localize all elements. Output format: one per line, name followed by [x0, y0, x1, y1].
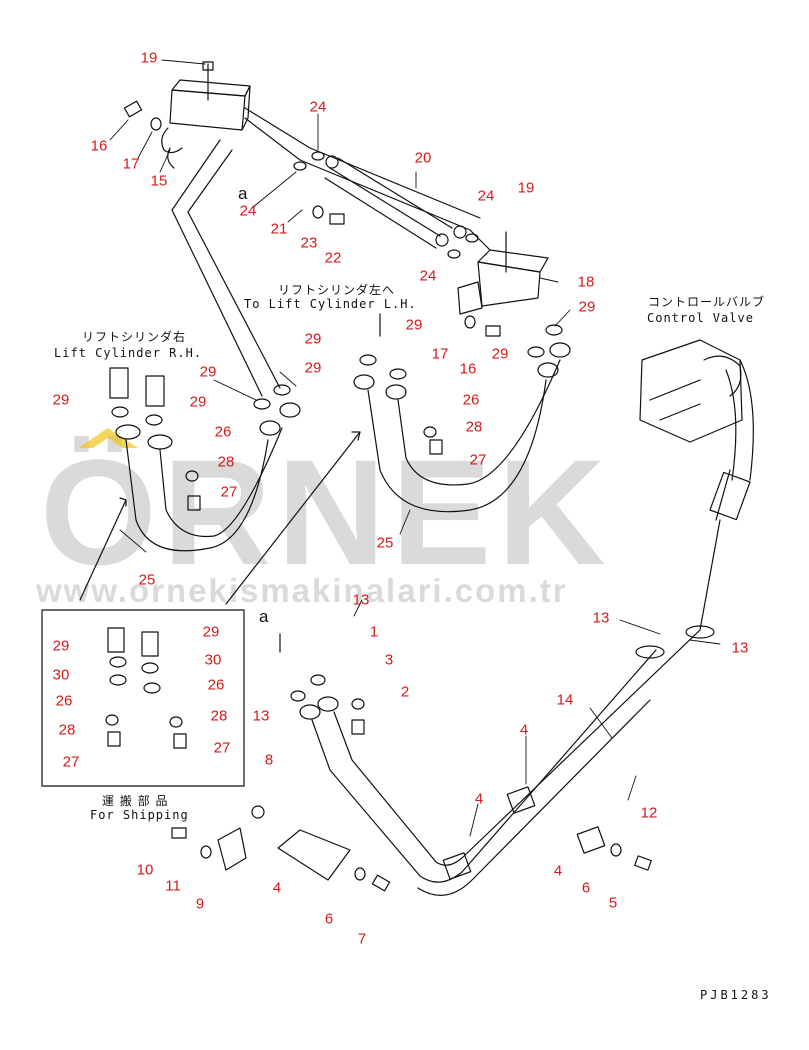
o-rings — [109, 151, 563, 702]
callout: 4 — [474, 790, 484, 808]
callout: 26 — [207, 676, 225, 694]
callout: 23 — [300, 234, 318, 252]
top-left-block — [161, 61, 251, 169]
washers — [105, 117, 622, 881]
callout: 19 — [140, 49, 158, 67]
callout: 13 — [352, 591, 370, 609]
callout: 8 — [264, 751, 274, 769]
leader-lines — [109, 59, 721, 837]
callout: 26 — [55, 692, 73, 710]
lift-rh-fittings — [109, 367, 301, 552]
callout: 27 — [469, 451, 487, 469]
lower-hoses-14-12 — [299, 469, 731, 896]
callout: 1 — [369, 623, 379, 641]
drawing-code: PJB1283 — [700, 988, 772, 1002]
callout: 29 — [189, 393, 207, 411]
callout: 24 — [477, 187, 495, 205]
callout: 12 — [640, 804, 658, 822]
shipping-box — [41, 609, 245, 787]
bolts — [107, 100, 652, 892]
callout: 7 — [357, 930, 367, 948]
callout: 28 — [217, 453, 235, 471]
shipping-label-en: For Shipping — [90, 808, 189, 822]
control-valve-label-en: Control Valve — [647, 311, 754, 325]
lift-rh-label-en: Lift Cylinder R.H. — [54, 346, 203, 360]
callout: 30 — [204, 651, 222, 669]
callout: 28 — [58, 721, 76, 739]
callout: 19 — [517, 179, 535, 197]
callout: 29 — [491, 345, 509, 363]
lift-lh-label-en: To Lift Cylinder L.H. — [244, 297, 417, 311]
control-valve — [639, 339, 754, 521]
callout: 24 — [309, 98, 327, 116]
view-a-top: a — [238, 184, 248, 203]
watermark-url: www.ornekismakinalari.com.tr — [36, 572, 568, 609]
control-valve-label-jp: コントロールバルブ — [648, 295, 766, 309]
callout: 28 — [210, 707, 228, 725]
callout: 17 — [122, 155, 140, 173]
callout: 9 — [195, 895, 205, 913]
callout: 30 — [52, 666, 70, 684]
callout: 29 — [199, 363, 217, 381]
callout: 2 — [400, 683, 410, 701]
lift-lh-label-jp: リフトシリンダ左へ — [278, 283, 396, 297]
callout: 4 — [519, 721, 529, 739]
callout: 27 — [220, 483, 238, 501]
view-a-mid: a — [259, 607, 269, 626]
callout: 26 — [214, 423, 232, 441]
bracket-9 — [217, 827, 247, 871]
callout: 16 — [90, 137, 108, 155]
clamps-4 — [277, 786, 606, 881]
callout: 18 — [577, 273, 595, 291]
callout: 4 — [272, 879, 282, 897]
lift-rh-label-jp: リフトシリンダ右 — [82, 330, 187, 344]
callout: 6 — [324, 910, 334, 928]
callout: 17 — [431, 345, 449, 363]
callout: 13 — [252, 707, 270, 725]
watermark-brand: ÖRNEK — [40, 428, 612, 596]
callout: 25 — [138, 571, 156, 589]
callout: 15 — [150, 172, 168, 190]
callout: 6 — [581, 879, 591, 897]
callout: 29 — [304, 359, 322, 377]
callout: 29 — [304, 330, 322, 348]
callout: 20 — [414, 149, 432, 167]
callout: 24 — [239, 202, 257, 220]
callout: 16 — [459, 360, 477, 378]
callout: 22 — [324, 249, 342, 267]
callout: 5 — [608, 894, 618, 912]
callout: 25 — [376, 534, 394, 552]
shipping-label-jp: 運 搬 部 品 — [102, 794, 169, 808]
watermark-accent — [78, 428, 138, 448]
callout: 26 — [462, 391, 480, 409]
lift-lh-hose — [353, 342, 571, 513]
callout: 21 — [270, 220, 288, 238]
callout: 3 — [384, 651, 394, 669]
callout: 29 — [52, 391, 70, 409]
callout: 10 — [136, 861, 154, 879]
callout: 29 — [578, 298, 596, 316]
hose-20 — [324, 155, 467, 249]
callout: 4 — [553, 862, 563, 880]
callout: 14 — [556, 691, 574, 709]
right-block-18 — [457, 231, 549, 315]
callout: 29 — [52, 637, 70, 655]
callout: 28 — [465, 418, 483, 436]
callout: 13 — [731, 639, 749, 657]
callout: 27 — [62, 753, 80, 771]
callout: 11 — [165, 877, 181, 895]
callout: 29 — [202, 623, 220, 641]
callout: 27 — [213, 739, 231, 757]
callout: 24 — [419, 267, 437, 285]
callout: 29 — [405, 316, 423, 334]
callout: 13 — [592, 609, 610, 627]
